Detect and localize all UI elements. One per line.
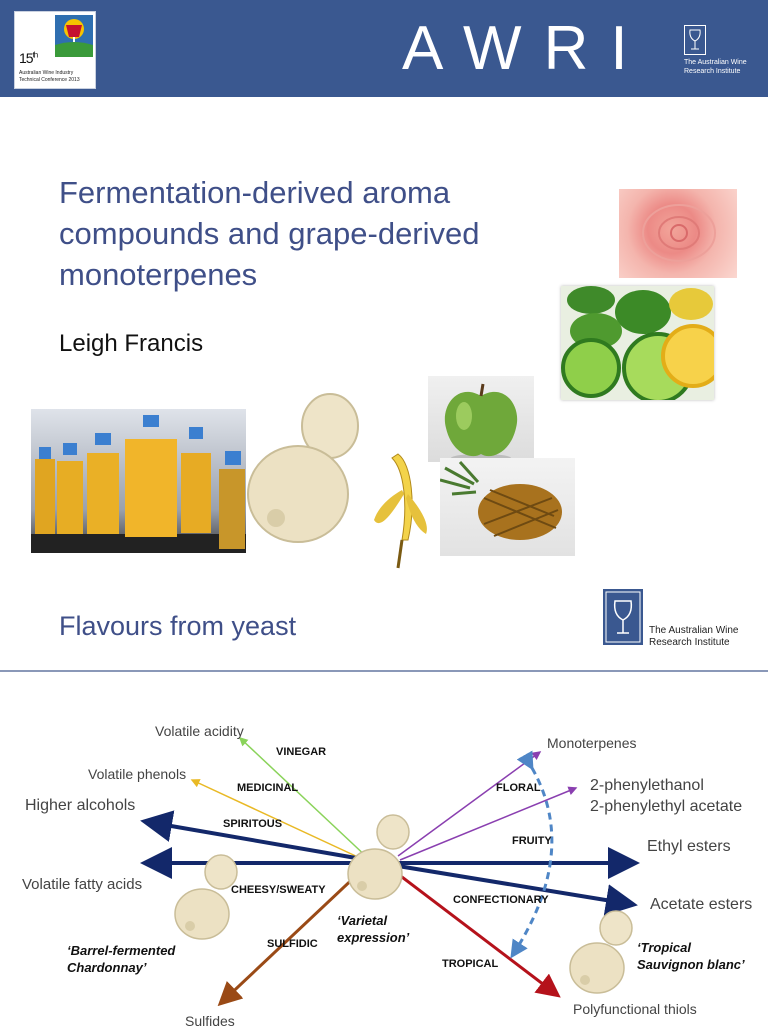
arrow-sulfides bbox=[217, 870, 362, 1007]
descriptor-spiritous: SPIRITOUS bbox=[223, 818, 283, 830]
descriptor-vinegar: VINEGAR bbox=[276, 746, 327, 758]
banana-icon bbox=[374, 453, 427, 569]
wine-style-sauvignon-line-1: ‘Tropical bbox=[637, 940, 691, 955]
yeast-cell-center-icon bbox=[347, 814, 410, 900]
descriptor-fruity: FRUITY bbox=[512, 835, 552, 847]
conference-logo-icon bbox=[55, 15, 93, 57]
descriptor-confectionary: CONFECTIONARY bbox=[453, 894, 549, 906]
wine-style-chardonnay-line-2: Chardonnay’ bbox=[67, 960, 147, 975]
conference-badge: 15th Australian Wine Industry Technical … bbox=[14, 11, 96, 89]
awri-subtitle: The Australian Wine Research Institute bbox=[684, 58, 747, 76]
citrus-photo bbox=[561, 286, 714, 400]
arrow-dashed-varietal bbox=[510, 750, 554, 959]
flavour-arrows bbox=[140, 736, 640, 1007]
arrow-higher-alcohols bbox=[140, 810, 357, 860]
label-volatile-fatty-acids: Volatile fatty acids bbox=[22, 876, 143, 893]
awri-logo-box bbox=[603, 589, 643, 645]
descriptor-floral: FLORAL bbox=[496, 782, 541, 794]
yeast-cell-large-icon bbox=[247, 393, 359, 543]
label-volatile-phenols: Volatile phenols bbox=[88, 766, 187, 782]
descriptor-tropical: TROPICAL bbox=[442, 958, 499, 970]
label-phenylethyl-acetate: 2-phenylethyl acetate bbox=[590, 798, 743, 815]
pineapple-icon bbox=[440, 460, 562, 540]
label-polyfunctional-thiols: Polyfunctional thiols bbox=[573, 1001, 697, 1017]
descriptor-medicinal: MEDICINAL bbox=[237, 782, 299, 794]
lime-lemon-icon bbox=[561, 286, 714, 400]
wine-style-chardonnay-line-1: ‘Barrel-fermented bbox=[67, 943, 176, 958]
section-title-flavours: Flavours from yeast bbox=[59, 611, 297, 641]
wine-style-varietal-line-1: ‘Varietal bbox=[337, 913, 388, 928]
conference-line-1: Australian Wine Industry bbox=[19, 70, 74, 76]
descriptor-cheesy-sweaty: CHEESY/SWEATY bbox=[231, 884, 326, 896]
author-name: Leigh Francis bbox=[59, 330, 204, 357]
slide-header: 15th Australian Wine Industry Technical … bbox=[0, 0, 768, 97]
label-volatile-acidity: Volatile acidity bbox=[155, 723, 244, 739]
arrow-polyfunctional-thiols bbox=[397, 872, 561, 998]
yeast-cell-right-icon bbox=[569, 910, 633, 994]
label-monoterpenes: Monoterpenes bbox=[547, 735, 637, 751]
awri-logo-caption-line-1: The Australian Wine bbox=[649, 625, 739, 636]
arrow-volatile-phenols bbox=[190, 779, 361, 859]
fermentation-bottles-photo bbox=[31, 409, 246, 553]
title-slide: 15th Australian Wine Industry Technical … bbox=[0, 0, 768, 649]
awri-logo-caption-line-2: Research Institute bbox=[649, 637, 730, 648]
label-sulfides: Sulfides bbox=[185, 1013, 235, 1029]
awri-glass-logo-small-icon bbox=[605, 591, 641, 643]
rose-photo bbox=[619, 189, 737, 278]
label-higher-alcohols: Higher alcohols bbox=[25, 797, 136, 814]
wine-style-varietal: ‘Varietal expression’ bbox=[337, 912, 409, 946]
awri-glass-logo-icon bbox=[684, 25, 706, 55]
wine-style-sauvignon-blanc: ‘Tropical Sauvignon blanc’ bbox=[637, 939, 745, 973]
label-ethyl-esters: Ethyl esters bbox=[647, 838, 731, 855]
apple-photo bbox=[428, 376, 534, 462]
conference-number: 15th bbox=[19, 50, 38, 66]
pineapple-photo bbox=[440, 458, 575, 556]
awri-logo-caption: The Australian Wine Research Institute bbox=[649, 625, 739, 649]
descriptor-sulfidic: SULFIDIC bbox=[267, 938, 318, 950]
presentation-title: Fermentation-derived aroma compounds and… bbox=[59, 175, 480, 292]
awri-wordmark: AWRI bbox=[402, 14, 650, 83]
yeast-cell-left-icon bbox=[174, 854, 238, 940]
conference-line-2: Technical Conference 2013 bbox=[19, 77, 80, 83]
green-apple-icon bbox=[444, 383, 518, 462]
wine-style-chardonnay: ‘Barrel-fermented Chardonnay’ bbox=[67, 942, 175, 976]
arrow-phenylethanol bbox=[399, 786, 578, 861]
wine-style-varietal-line-2: expression’ bbox=[337, 930, 410, 945]
awri-subtitle-line-1: The Australian Wine bbox=[684, 59, 747, 66]
wine-style-sauvignon-line-2: Sauvignon blanc’ bbox=[637, 957, 745, 972]
slide-divider bbox=[0, 670, 768, 672]
label-phenylethanol: 2-phenylethanol bbox=[590, 777, 704, 794]
label-acetate-esters: Acetate esters bbox=[650, 896, 753, 913]
awri-subtitle-line-2: Research Institute bbox=[684, 68, 741, 75]
bottles-icon bbox=[31, 415, 246, 553]
arrow-volatile-acidity bbox=[238, 736, 371, 861]
rose-petals-icon bbox=[642, 204, 717, 262]
flavour-diagram: Volatile acidity Volatile phenols Higher… bbox=[0, 672, 768, 1029]
